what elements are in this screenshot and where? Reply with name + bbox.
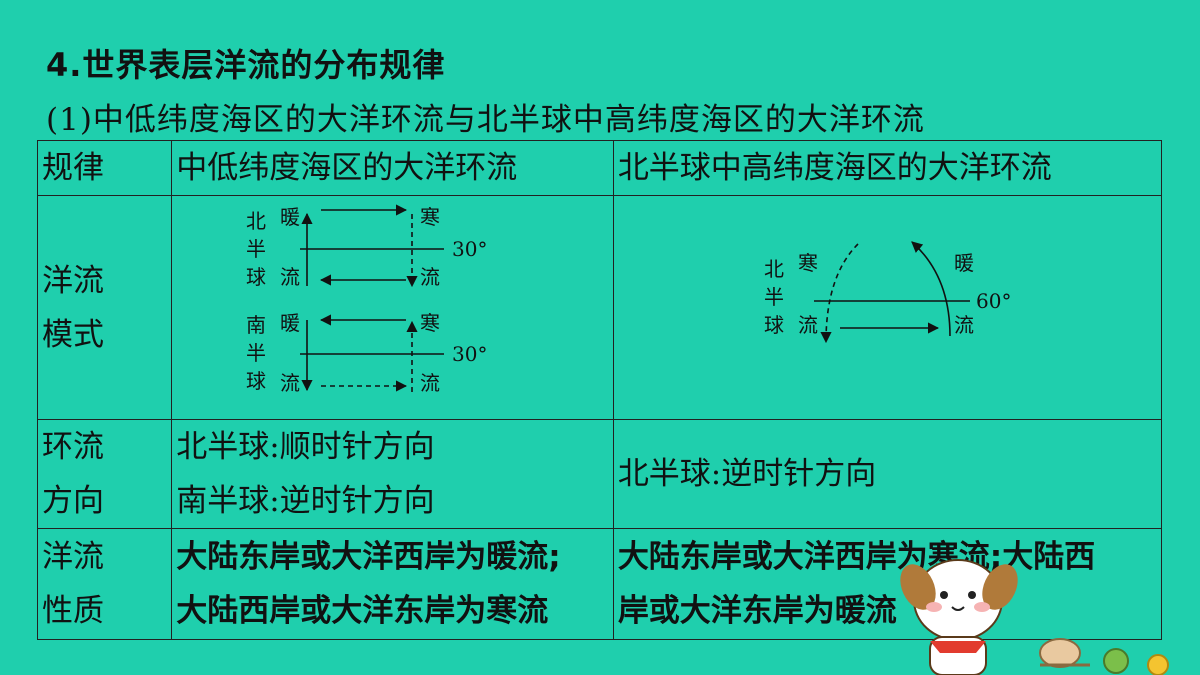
yellow-ball-decoration [1147, 654, 1169, 675]
cold-label: 寒 [798, 251, 818, 275]
green-ball-decoration [1103, 648, 1129, 674]
hemisphere-label-2: 半 [764, 285, 784, 309]
nature-low-latitude: 大陆东岸或大洋西岸为暖流; 大陆西岸或大洋东岸为寒流 [171, 528, 614, 640]
current-label: 流 [798, 313, 818, 337]
direction-south: 南半球:逆时针方向 [176, 483, 435, 519]
row-label-direction: 环流 方向 [36, 419, 173, 529]
puppy-mascot-illustration [900, 559, 1169, 675]
nature-line: 大陆西岸或大洋东岸为寒流 [176, 593, 549, 629]
puppy-cheek-right [974, 602, 990, 612]
north-label-3: 球 [246, 265, 266, 289]
cold-current-arrow [820, 243, 859, 344]
subsection-heading: (1)中低纬度海区的大洋环流与北半球中高纬度海区的大洋环流 [46, 102, 925, 138]
south-label-3: 球 [246, 369, 266, 393]
puppy-eye-right [968, 591, 976, 599]
south-label-2: 半 [246, 341, 266, 365]
latitude-label-north: 30° [452, 237, 487, 261]
direction-low-latitude: 北半球:顺时针方向 南半球:逆时针方向 [171, 419, 614, 529]
latitude-label-south: 30° [452, 342, 487, 366]
cold-label: 寒 [420, 311, 440, 335]
nature-line: 大陆东岸或大洋西岸为暖流; [176, 539, 561, 575]
table-header-row: 规律 中低纬度海区的大洋环流 北半球中高纬度海区的大洋环流 [36, 140, 1163, 196]
table-row-nature: 洋流 性质 大陆东岸或大洋西岸为暖流; 大陆西岸或大洋东岸为寒流 大陆东岸或大洋… [36, 528, 1163, 640]
current-label: 流 [954, 313, 974, 337]
warm-current-arrow [910, 241, 951, 337]
low-latitude-gyre-diagram: 北 半 球 暖 流 寒 流 30° 南 半 球 暖 流 寒 流 [246, 204, 488, 395]
row-label-line: 方向 [42, 483, 104, 519]
high-latitude-diagram-cell: 北 半 球 寒 流 暖 流 60° [612, 195, 1163, 420]
current-label: 流 [280, 265, 300, 289]
current-label: 流 [280, 371, 300, 395]
header-cell-high-latitude: 北半球中高纬度海区的大洋环流 [612, 140, 1163, 196]
nature-line: 大陆东岸或大洋西岸为寒流;大陆西 [617, 539, 1096, 575]
section-heading: 4.世界表层洋流的分布规律 [46, 46, 446, 84]
puppy-ear-left [900, 564, 936, 610]
puppy-mouth [951, 606, 965, 611]
table-row-direction: 环流 方向 北半球:顺时针方向 南半球:逆时针方向 北半球:逆时针方向 [36, 419, 1163, 529]
row-label-pattern: 洋流 模式 [36, 195, 173, 420]
hemisphere-label-1: 北 [764, 257, 784, 281]
cold-label: 寒 [420, 205, 440, 229]
warm-label: 暖 [280, 205, 300, 229]
row-label-line: 环流 [42, 429, 104, 465]
low-latitude-diagram-cell: 北 半 球 暖 流 寒 流 30° 南 半 球 暖 流 寒 流 [171, 195, 614, 420]
north-label-1: 北 [246, 209, 266, 233]
nature-high-latitude: 大陆东岸或大洋西岸为寒流;大陆西 岸或大洋东岸为暖流 [612, 528, 1163, 640]
row-label-line: 性质 [42, 593, 104, 629]
north-label-2: 半 [246, 237, 266, 261]
snail-shell [1039, 638, 1081, 668]
row-label-line: 洋流 [42, 262, 104, 299]
latitude-label: 60° [976, 289, 1011, 313]
row-label-line: 模式 [42, 316, 104, 353]
header-cell-rule: 规律 [36, 140, 173, 196]
hemisphere-label-3: 球 [764, 313, 784, 337]
puppy-ear-right [982, 564, 1018, 610]
puppy-scarf [930, 641, 986, 653]
direction-north: 北半球:顺时针方向 [176, 429, 435, 465]
current-label: 流 [420, 265, 440, 289]
warm-label: 暖 [954, 251, 974, 275]
high-latitude-gyre-diagram: 北 半 球 寒 流 暖 流 60° [764, 241, 1011, 344]
warm-label: 暖 [280, 311, 300, 335]
south-label-1: 南 [246, 313, 266, 337]
ocean-current-rules-table: 规律 中低纬度海区的大洋环流 北半球中高纬度海区的大洋环流 洋流 模式 北 半 … [36, 140, 1163, 640]
direction-high-latitude: 北半球:逆时针方向 [612, 419, 1163, 529]
row-label-nature: 洋流 性质 [36, 528, 173, 640]
table-row-pattern: 洋流 模式 北 半 球 暖 流 寒 流 [36, 195, 1163, 420]
current-label: 流 [420, 371, 440, 395]
puppy-eye-left [940, 591, 948, 599]
puppy-cheek-left [926, 602, 942, 612]
nature-line: 岸或大洋东岸为暖流 [617, 593, 897, 629]
header-cell-low-latitude: 中低纬度海区的大洋环流 [171, 140, 614, 196]
row-label-line: 洋流 [42, 539, 104, 575]
